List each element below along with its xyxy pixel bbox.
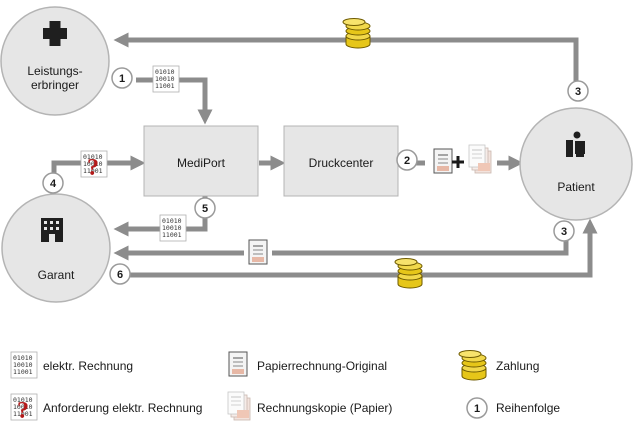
step-number: 4	[50, 178, 57, 190]
step-5: 5	[194, 197, 216, 219]
step-number: 6	[117, 269, 123, 281]
document-icon	[228, 351, 248, 377]
step-number: 2	[404, 155, 410, 167]
node-label: Patient	[557, 180, 595, 194]
arrow-payment-to-provider	[113, 32, 579, 82]
step-3-top: 3	[567, 80, 589, 102]
node-label: Garant	[38, 268, 75, 282]
legend-item-papier-original: Papierrechnung-Original	[228, 351, 387, 377]
node-leistungserbringer: Leistungs- erbringer	[0, 6, 110, 116]
paper-to-garant	[244, 236, 272, 270]
legend-label: Rechnungskopie (Papier)	[257, 401, 392, 415]
step-number: 3	[561, 226, 567, 238]
coins-icon	[342, 18, 371, 49]
document-copy-icon	[227, 391, 251, 421]
node-patient: Patient	[519, 107, 633, 221]
legend-label: Anforderung elektr. Rechnung	[43, 401, 202, 415]
question-mark-icon	[11, 394, 37, 424]
building-icon	[41, 218, 63, 242]
step-number: 3	[575, 86, 581, 98]
arrow-patient-to-garant	[113, 229, 569, 261]
legend-label: Papierrechnung-Original	[257, 359, 387, 373]
coins-icon	[458, 350, 487, 381]
node-label: Leistungs-	[27, 64, 82, 78]
legend-label: Reihenfolge	[496, 401, 560, 415]
legend-label: elektr. Rechnung	[43, 359, 133, 373]
invoice-bundle	[425, 144, 497, 184]
legend-item-zahlung: Zahlung	[458, 350, 539, 381]
node-druckcenter: Druckcenter	[283, 125, 399, 197]
node-label: erbringer	[31, 78, 79, 92]
step-3-right: 3	[553, 220, 575, 242]
plus-icon	[452, 156, 464, 168]
legend-item-anforderung: Anforderung elektr. Rechnung	[11, 394, 202, 424]
arrow-garant-to-patient	[110, 218, 598, 278]
document-icon	[433, 148, 453, 174]
electronic-invoice-icon	[10, 351, 38, 379]
legend-item-elektr-rechnung: elektr. Rechnung	[10, 351, 133, 379]
patient-icon	[566, 131, 585, 157]
legend-item-rechnungskopie: Rechnungskopie (Papier)	[227, 391, 392, 421]
legend: elektr. Rechnung Anforderung elektr. Rec…	[10, 350, 560, 425]
legend-label: Zahlung	[496, 359, 539, 373]
medical-cross-icon	[43, 21, 67, 46]
document-icon	[248, 239, 268, 265]
node-mediport: MediPort	[143, 125, 259, 197]
node-garant: Garant	[1, 193, 111, 303]
step-number: 1	[119, 73, 125, 85]
node-label: Druckcenter	[309, 156, 374, 170]
electronic-invoice-icon	[152, 65, 180, 93]
node-label: MediPort	[177, 156, 226, 170]
step-number: 5	[202, 203, 208, 215]
step-4: 4	[42, 172, 64, 194]
coins-icon	[394, 258, 423, 289]
legend-item-reihenfolge: 1 Reihenfolge	[466, 397, 560, 419]
step-badges: 1 3 2 4 5 3 6	[42, 67, 589, 285]
electronic-invoice-icon	[159, 214, 187, 242]
step-1: 1	[111, 67, 133, 89]
question-mark-icon	[81, 151, 107, 181]
document-copy-icon	[468, 144, 492, 174]
step-number: 1	[474, 403, 480, 415]
step-2: 2	[396, 149, 418, 171]
step-6: 6	[109, 263, 131, 285]
